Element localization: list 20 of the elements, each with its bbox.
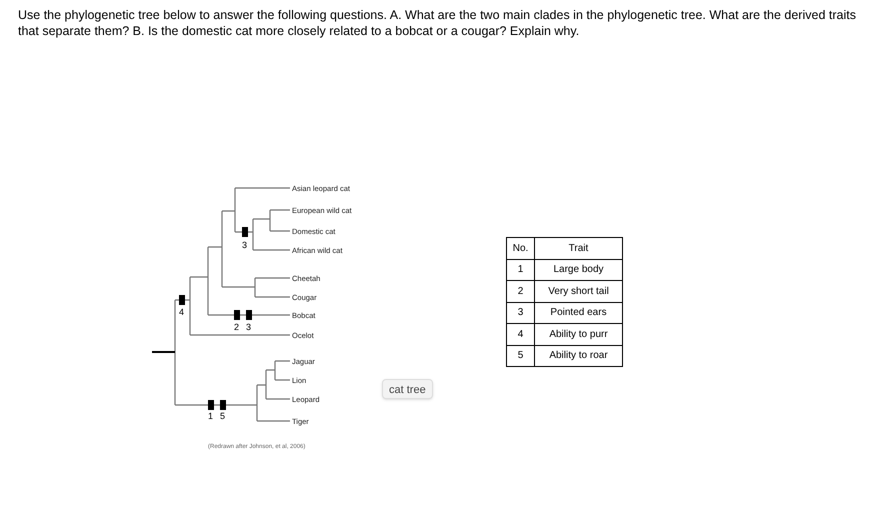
question-text: Use the phylogenetic tree below to answer the following questions. A. What are the two main clades in the phylogenetic tree. What are the derived traits that separate them? B. Is the domestic cat more closely related to a bobcat or a cougar? Explain why.	[18, 7, 857, 39]
trait-number: 2	[234, 322, 240, 332]
header-cell: Trait	[534, 238, 622, 259]
trait-number: 1	[208, 411, 214, 421]
image-alt-tag: cat tree	[382, 379, 433, 399]
table-cell: Ability to purr	[534, 324, 622, 345]
trait-number: 3	[242, 240, 248, 250]
table-cell: 4	[506, 324, 534, 345]
table-cell: Ability to roar	[534, 345, 622, 366]
trait-number: 5	[220, 411, 226, 421]
header-cell: No.	[506, 238, 534, 259]
table-cell: Pointed ears	[534, 302, 622, 324]
trait-number: 3	[246, 322, 252, 332]
table-cell: 1	[506, 259, 534, 280]
trait-number: 4	[179, 307, 184, 317]
table-cell: 2	[506, 280, 534, 302]
table-cell: Very short tail	[534, 280, 622, 302]
table-cell: 5	[506, 345, 534, 366]
table-cell: 3	[506, 302, 534, 324]
table-cell: Large body	[534, 259, 622, 280]
